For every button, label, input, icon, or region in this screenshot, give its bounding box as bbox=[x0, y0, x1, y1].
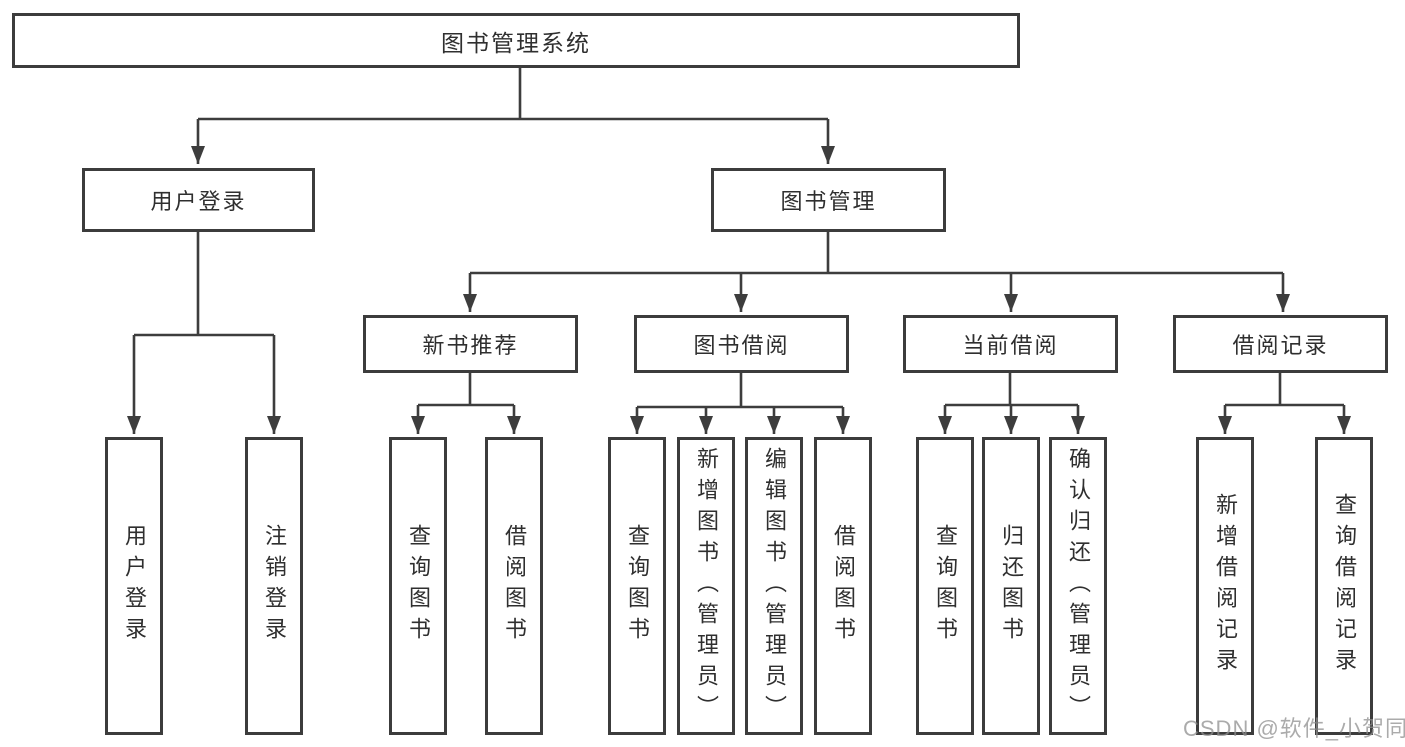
leaf-bb-edit-books-admin: 编辑图书（管理员） bbox=[745, 437, 803, 735]
leaf-bb-add-books-admin-label: 新增图书（管理员） bbox=[694, 446, 719, 726]
node-borrowing-records-label: 借阅记录 bbox=[1232, 333, 1329, 358]
leaf-bb-add-books-admin: 新增图书（管理员） bbox=[677, 437, 735, 735]
node-root: 图书管理系统 bbox=[12, 13, 1020, 68]
leaf-cb-query-books: 查询图书 bbox=[916, 437, 974, 735]
leaf-cb-query-books-label: 查询图书 bbox=[933, 524, 958, 648]
node-current-borrowing-label: 当前借阅 bbox=[962, 333, 1059, 358]
leaf-cb-confirm-return-admin-label: 确认归还（管理员） bbox=[1066, 446, 1091, 726]
leaf-nbr-borrow-books: 借阅图书 bbox=[485, 437, 543, 735]
node-book-borrowing-label: 图书借阅 bbox=[693, 333, 790, 358]
leaf-br-query-record-label: 查询借阅记录 bbox=[1332, 493, 1357, 679]
node-user-login: 用户登录 bbox=[82, 168, 315, 232]
node-root-label: 图书管理系统 bbox=[441, 29, 591, 56]
node-new-book-recommend: 新书推荐 bbox=[363, 315, 578, 373]
leaf-nbr-query-books: 查询图书 bbox=[389, 437, 447, 735]
leaf-user-login-label: 用户登录 bbox=[122, 524, 147, 648]
watermark: CSDN @软件_小贺同学 bbox=[1183, 716, 1405, 741]
connector-trunks bbox=[134, 68, 1344, 409]
leaf-bb-edit-books-admin-label: 编辑图书（管理员） bbox=[762, 446, 787, 726]
leaf-logout-login: 注销登录 bbox=[245, 437, 303, 735]
leaf-br-add-record-label: 新增借阅记录 bbox=[1213, 493, 1238, 679]
node-book-management-label: 图书管理 bbox=[780, 189, 877, 214]
leaf-bb-borrow-books-label: 借阅图书 bbox=[831, 524, 856, 648]
leaf-br-query-record: 查询借阅记录 bbox=[1315, 437, 1373, 735]
node-borrowing-records: 借阅记录 bbox=[1173, 315, 1388, 373]
leaf-bb-query-books: 查询图书 bbox=[608, 437, 666, 735]
leaf-br-add-record: 新增借阅记录 bbox=[1196, 437, 1254, 735]
leaf-bb-query-books-label: 查询图书 bbox=[625, 524, 650, 648]
node-current-borrowing: 当前借阅 bbox=[903, 315, 1118, 373]
leaf-cb-confirm-return-admin: 确认归还（管理员） bbox=[1049, 437, 1107, 735]
leaf-logout-login-label: 注销登录 bbox=[262, 524, 287, 648]
node-user-login-label: 用户登录 bbox=[150, 189, 247, 214]
node-new-book-recommend-label: 新书推荐 bbox=[422, 333, 519, 358]
node-book-management: 图书管理 bbox=[711, 168, 946, 232]
leaf-user-login: 用户登录 bbox=[105, 437, 163, 735]
leaf-bb-borrow-books: 借阅图书 bbox=[814, 437, 872, 735]
leaf-cb-return-books-label: 归还图书 bbox=[999, 524, 1024, 648]
leaf-nbr-query-books-label: 查询图书 bbox=[406, 524, 431, 648]
leaf-cb-return-books: 归还图书 bbox=[982, 437, 1040, 735]
node-book-borrowing: 图书借阅 bbox=[634, 315, 849, 373]
leaf-nbr-borrow-books-label: 借阅图书 bbox=[502, 524, 527, 648]
